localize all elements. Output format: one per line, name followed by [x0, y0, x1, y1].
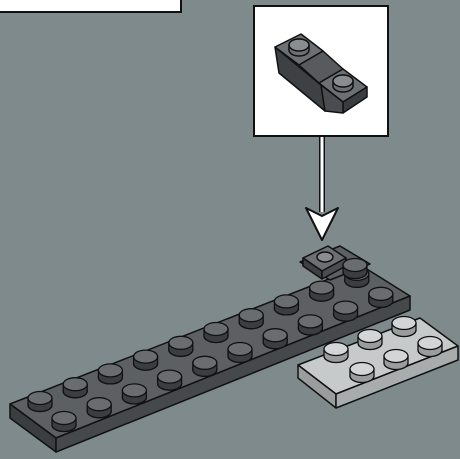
dark-stud: [134, 350, 158, 370]
dark-stud: [228, 343, 252, 363]
dark-stud: [239, 309, 263, 329]
light-stud: [350, 363, 374, 383]
dark-stud: [169, 336, 193, 356]
dark-stud: [98, 364, 122, 384]
dark-stud: [193, 356, 217, 376]
dark-stud: [310, 281, 334, 301]
light-stud: [324, 343, 348, 363]
dark-stud: [87, 398, 111, 418]
dark-stud: [298, 315, 322, 335]
dark-stud: [158, 370, 182, 390]
dark-stud: [343, 259, 367, 279]
dark-stud: [263, 329, 287, 349]
placement-arrow: [306, 137, 338, 240]
dark-stud: [52, 412, 76, 432]
dark-stud: [369, 287, 393, 307]
light-stud: [358, 330, 382, 350]
dark-stud: [274, 295, 298, 315]
light-stud: [418, 337, 442, 357]
dark-stud: [122, 384, 146, 404]
light-stud: [384, 350, 408, 370]
dark-stud: [28, 392, 52, 412]
dark-stud: [204, 323, 228, 343]
dark-stud: [334, 301, 358, 321]
dark-stud: [63, 378, 87, 398]
light-stud: [392, 317, 416, 337]
